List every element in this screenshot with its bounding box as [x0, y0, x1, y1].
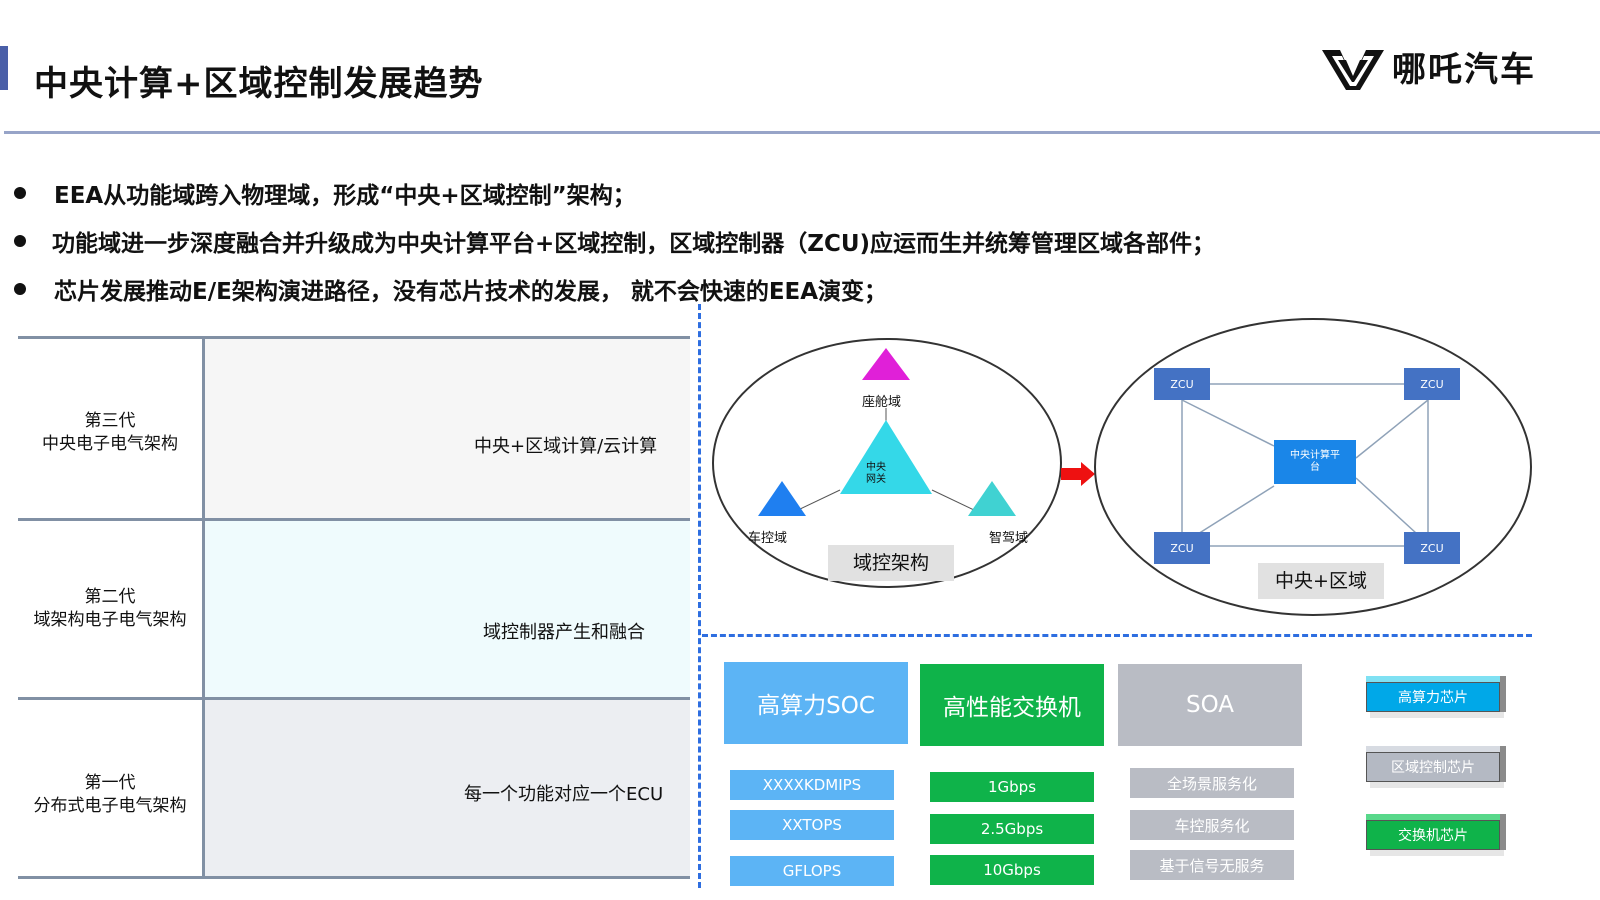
chip-switch: 交换机芯片 [1366, 814, 1506, 856]
gen3-description: 中央+区域计算/云计算 [474, 436, 658, 457]
vehicle-control-domain-label: 车控域 [748, 531, 788, 546]
gen2-label: 第二代 域架构电子电气架构 [18, 586, 202, 632]
gen3-label-line2: 中央电子电气架构 [42, 434, 178, 454]
bullet-text: EEA从功能域跨入物理域，形成“中央+区域控制”架构； [54, 183, 636, 209]
soa-item: 基于信号无服务 [1130, 850, 1294, 880]
brand-logo: 哪吒汽车 [1318, 38, 1558, 94]
switch-item: 10Gbps [930, 855, 1094, 885]
title-accent-bar [0, 46, 8, 90]
gen1-label: 第一代 分布式电子电气架构 [18, 772, 202, 818]
bullet-item: EEA从功能域跨入物理域，形成“中央+区域控制”架构； [14, 176, 636, 210]
adas-domain-label: 智驾域 [989, 531, 1029, 546]
soc-item: GFLOPS [730, 856, 894, 886]
bullet-text: 芯片发展推动E/E架构演进路径，没有芯片技术的发展， 就不会快速的EEA演变； [54, 279, 888, 305]
zcu-box: ZCU [1404, 532, 1460, 564]
category-soc: 高算力SOC [724, 662, 908, 744]
bullet-icon [14, 283, 26, 295]
central-gateway-line2: 网关 [866, 474, 886, 485]
gen2-cell [205, 521, 690, 697]
neta-logo-icon [1322, 50, 1384, 90]
cockpit-domain-triangle [862, 348, 910, 380]
gen2-description: 域控制器产生和融合 [483, 622, 645, 643]
bullet-text: 功能域进一步深度融合并升级成为中央计算平台+区域控制，区域控制器（ZCU)应运而… [52, 231, 1216, 257]
domain-architecture-caption: 域控架构 [828, 545, 954, 581]
gen1-label-line1: 第一代 [84, 773, 136, 793]
chip-label: 区域控制芯片 [1366, 752, 1500, 782]
zonal-architecture-caption: 中央+区域 [1258, 563, 1384, 599]
transition-arrow-icon [1061, 462, 1095, 486]
page-title: 中央计算+区域控制发展趋势 [34, 64, 484, 104]
zcu-box: ZCU [1154, 532, 1210, 564]
category-soa: SOA [1118, 664, 1302, 746]
central-computing-line2: 台 [1310, 462, 1320, 473]
table-rule [18, 697, 690, 700]
gen1-description: 每一个功能对应一个ECU [464, 784, 664, 805]
logo-text: 哪吒汽车 [1392, 49, 1536, 90]
domain-architecture-graphic [758, 348, 1016, 516]
horizontal-dashed-divider [702, 634, 1532, 637]
gen1-cell [205, 700, 690, 876]
chip-high-compute: 高算力芯片 [1366, 676, 1506, 718]
vehicle-control-domain-triangle [758, 481, 806, 516]
gen2-label-line1: 第二代 [84, 587, 136, 607]
central-computing-line1: 中央计算平 [1290, 450, 1340, 461]
chip-label: 高算力芯片 [1366, 682, 1500, 712]
central-gateway-triangle [840, 420, 932, 494]
gen3-cell [205, 338, 690, 518]
cockpit-domain-label: 座舱域 [862, 395, 902, 410]
gen3-label: 第三代 中央电子电气架构 [18, 410, 202, 456]
switch-item: 1Gbps [930, 772, 1094, 802]
soc-item: XXTOPS [730, 810, 894, 840]
domain-architecture-ellipse [712, 338, 1062, 588]
bullet-icon [14, 187, 26, 199]
table-rule-top [18, 336, 690, 339]
chip-zone-control: 区域控制芯片 [1366, 746, 1506, 788]
zcu-box: ZCU [1154, 368, 1210, 400]
central-gateway-line1: 中央 [866, 462, 886, 473]
table-rule-bottom [18, 876, 690, 879]
adas-domain-triangle [968, 481, 1016, 516]
gen2-label-line2: 域架构电子电气架构 [33, 610, 187, 630]
central-computing-platform-box: 中央计算平 台 [1274, 440, 1356, 484]
bullet-icon [14, 235, 26, 247]
bullet-item: 功能域进一步深度融合并升级成为中央计算平台+区域控制，区域控制器（ZCU)应运而… [14, 224, 1215, 258]
chip-label: 交换机芯片 [1366, 820, 1500, 850]
soa-item: 车控服务化 [1130, 810, 1294, 840]
bullet-item: 芯片发展推动E/E架构演进路径，没有芯片技术的发展， 就不会快速的EEA演变； [14, 272, 887, 306]
vertical-dashed-divider [698, 304, 701, 888]
soa-item: 全场景服务化 [1130, 768, 1294, 798]
soc-item: XXXXKDMIPS [730, 770, 894, 800]
table-column-divider [202, 338, 205, 876]
table-rule [18, 518, 690, 521]
switch-item: 2.5Gbps [930, 814, 1094, 844]
category-switch: 高性能交换机 [920, 664, 1104, 746]
header-divider [4, 131, 1600, 134]
gen1-label-line2: 分布式电子电气架构 [33, 796, 187, 816]
zcu-box: ZCU [1404, 368, 1460, 400]
gen3-label-line1: 第三代 [84, 411, 136, 431]
zonal-architecture-ellipse [1094, 318, 1532, 616]
central-gateway-label: 中央 网关 [866, 462, 886, 486]
